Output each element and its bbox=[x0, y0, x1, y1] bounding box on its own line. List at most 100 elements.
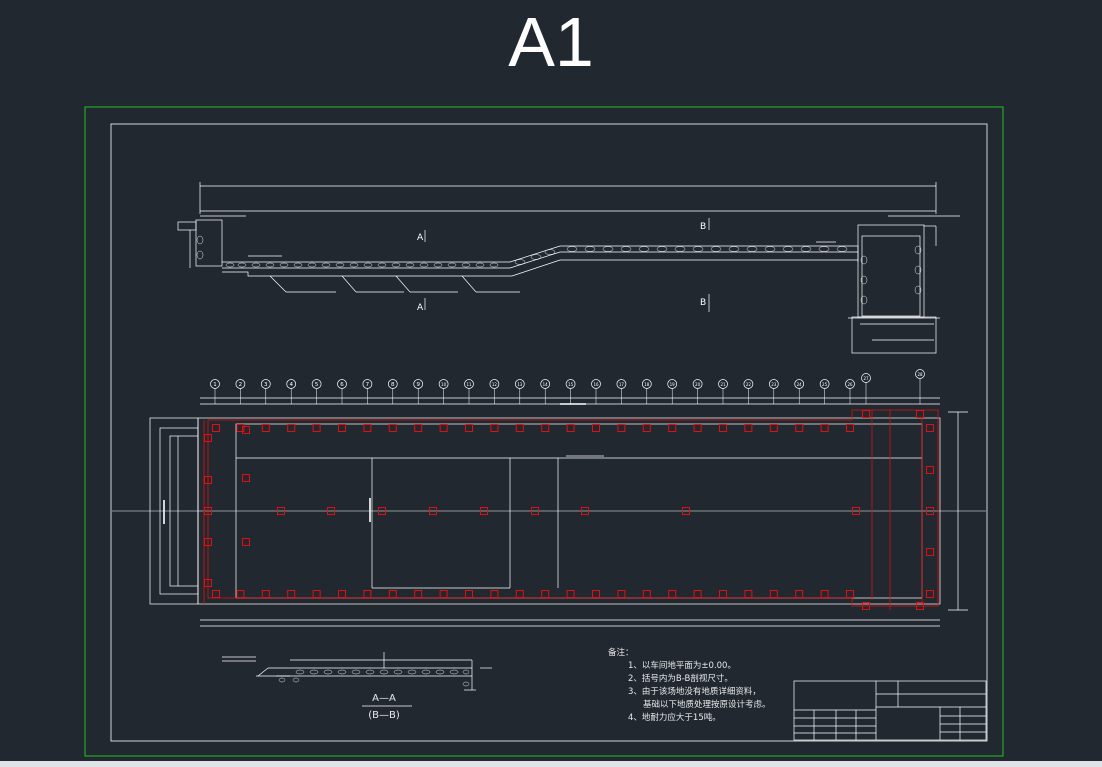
column-top bbox=[693, 424, 702, 432]
axis-label: 12 bbox=[492, 382, 498, 387]
column-middle bbox=[480, 507, 488, 515]
column-right bbox=[926, 424, 934, 432]
column-bottom bbox=[338, 590, 346, 598]
column-top bbox=[363, 424, 372, 432]
column-middle bbox=[852, 507, 860, 515]
axis-label: 26 bbox=[847, 382, 853, 387]
design-notes: 备注： 1、以车间地平面为±0.00。 2、括号内为B-B剖视尺寸。 3、由于该… bbox=[608, 647, 771, 725]
section-mark-a-bottom: A bbox=[417, 303, 424, 313]
column-bottom bbox=[465, 590, 473, 598]
title-block bbox=[793, 680, 987, 741]
column-top bbox=[744, 424, 753, 432]
axis-label: 23 bbox=[771, 382, 777, 387]
profile-view bbox=[177, 182, 960, 354]
axis-label: 5 bbox=[315, 382, 319, 388]
note-item-3: 3、由于该场地没有地质详细资料， bbox=[628, 687, 761, 697]
plan-columns bbox=[204, 410, 934, 610]
column-middle bbox=[378, 507, 386, 515]
section-a-a bbox=[222, 652, 492, 707]
column-top bbox=[212, 424, 220, 432]
axis-label: 8 bbox=[391, 382, 395, 388]
profile-rubble-fill bbox=[196, 235, 922, 305]
column-bottom bbox=[414, 590, 423, 598]
column-top bbox=[388, 424, 397, 432]
column-bottom bbox=[287, 590, 296, 598]
section-subtitle: (B—B) bbox=[368, 710, 400, 721]
column-bottom bbox=[566, 590, 575, 598]
column-top bbox=[236, 424, 245, 432]
column-middle bbox=[581, 507, 589, 515]
column-right bbox=[926, 507, 934, 515]
axis-label: 15 bbox=[568, 382, 574, 387]
section-title: A—A bbox=[372, 693, 396, 704]
axis-label: 13 bbox=[517, 382, 523, 387]
axis-label: 22 bbox=[746, 382, 752, 387]
axis-label: 19 bbox=[670, 382, 676, 387]
section-mark-b-top: B bbox=[700, 222, 706, 232]
column-middle bbox=[429, 507, 437, 515]
column-bottom bbox=[862, 602, 870, 610]
column-bottom bbox=[261, 590, 270, 598]
axis-label: 10 bbox=[441, 382, 447, 387]
column-left bbox=[204, 538, 212, 546]
axis-label: 25 bbox=[822, 382, 828, 387]
column-bottom bbox=[668, 590, 677, 598]
column-bottom bbox=[617, 590, 626, 598]
axis-label: 4 bbox=[289, 382, 293, 388]
axis-label: 9 bbox=[416, 382, 420, 388]
column-bottom bbox=[312, 590, 321, 598]
column-top bbox=[312, 424, 321, 432]
column-top bbox=[414, 424, 423, 432]
column-top bbox=[862, 410, 870, 418]
column-top bbox=[617, 424, 626, 432]
axis-label: 24 bbox=[797, 382, 803, 387]
sheet-size-label: A1 bbox=[508, 3, 594, 81]
column-top bbox=[668, 424, 677, 432]
axis-label: 2 bbox=[239, 382, 243, 388]
axis-label: 21 bbox=[720, 382, 726, 387]
column-bottom bbox=[769, 590, 778, 598]
column-top bbox=[338, 424, 346, 432]
column-inner-left bbox=[242, 538, 250, 546]
column-bottom bbox=[388, 590, 397, 598]
column-bottom bbox=[439, 590, 448, 598]
column-top bbox=[287, 424, 296, 432]
column-top bbox=[846, 424, 854, 432]
column-left bbox=[204, 579, 212, 587]
column-left bbox=[204, 476, 212, 484]
column-bottom bbox=[515, 590, 524, 598]
column-top bbox=[592, 424, 600, 432]
column-top bbox=[261, 424, 270, 432]
axis-label: 11 bbox=[466, 382, 472, 387]
column-bottom bbox=[744, 590, 753, 598]
column-bottom bbox=[795, 590, 804, 598]
column-bottom bbox=[642, 590, 651, 598]
column-right bbox=[926, 548, 934, 556]
column-top bbox=[769, 424, 778, 432]
bottom-status-strip bbox=[0, 761, 1102, 767]
column-top bbox=[916, 410, 924, 418]
notes-title: 备注： bbox=[608, 648, 634, 658]
note-item-2: 2、括号内为B-B剖视尺寸。 bbox=[628, 674, 733, 684]
note-item-4: 4、地耐力应大于15吨。 bbox=[628, 713, 721, 723]
column-left bbox=[204, 507, 212, 515]
column-top bbox=[541, 424, 550, 432]
column-top bbox=[820, 424, 829, 432]
column-bottom bbox=[490, 590, 499, 598]
inner-frame bbox=[110, 123, 988, 742]
column-bottom bbox=[820, 590, 829, 598]
plan-column-layer bbox=[203, 409, 939, 610]
axis-label: 1 bbox=[213, 382, 217, 388]
axis-label: 28 bbox=[917, 372, 923, 377]
outer-frame bbox=[84, 106, 1004, 757]
column-top bbox=[515, 424, 524, 432]
column-middle bbox=[682, 507, 690, 515]
column-bottom bbox=[693, 590, 702, 598]
column-left bbox=[204, 434, 212, 442]
column-top bbox=[642, 424, 651, 432]
section-mark-a-top: A bbox=[417, 233, 424, 243]
column-top bbox=[719, 424, 727, 432]
column-middle bbox=[327, 507, 335, 515]
column-bottom bbox=[363, 590, 372, 598]
column-top bbox=[795, 424, 804, 432]
